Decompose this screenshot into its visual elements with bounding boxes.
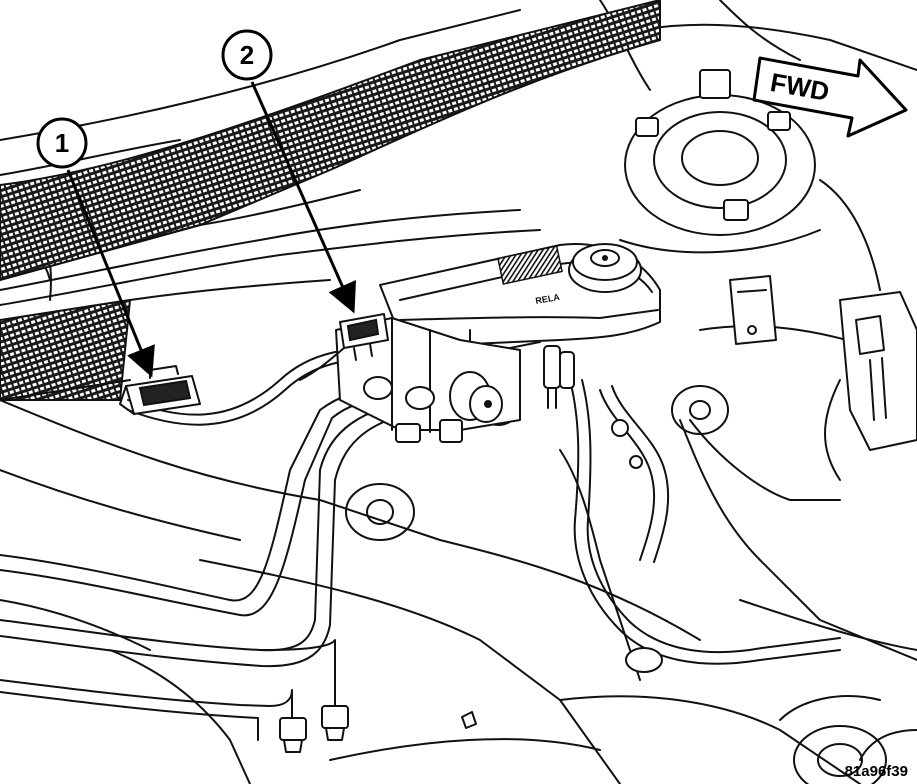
- cowl-screen: [0, 0, 661, 401]
- harness-connector-1: [119, 365, 201, 415]
- fluid-level-switch-connector: [299, 313, 389, 381]
- brake-lines: [0, 387, 477, 753]
- callout-2-label: 2: [240, 40, 254, 70]
- figure-reference: 81a96f39: [845, 763, 908, 780]
- reservoir-body-label: RELA: [535, 292, 561, 306]
- right-side-bracket: [729, 275, 917, 481]
- callout-1: 1: [36, 117, 155, 378]
- strut-tower: [619, 69, 821, 254]
- fwd-arrow-icon: [752, 56, 908, 138]
- forward-direction-indicator: FWD: [752, 56, 908, 138]
- callout-2: 2: [221, 29, 357, 314]
- master-cylinder-reservoir: RELA: [335, 243, 661, 443]
- callout-1-label: 1: [55, 128, 69, 158]
